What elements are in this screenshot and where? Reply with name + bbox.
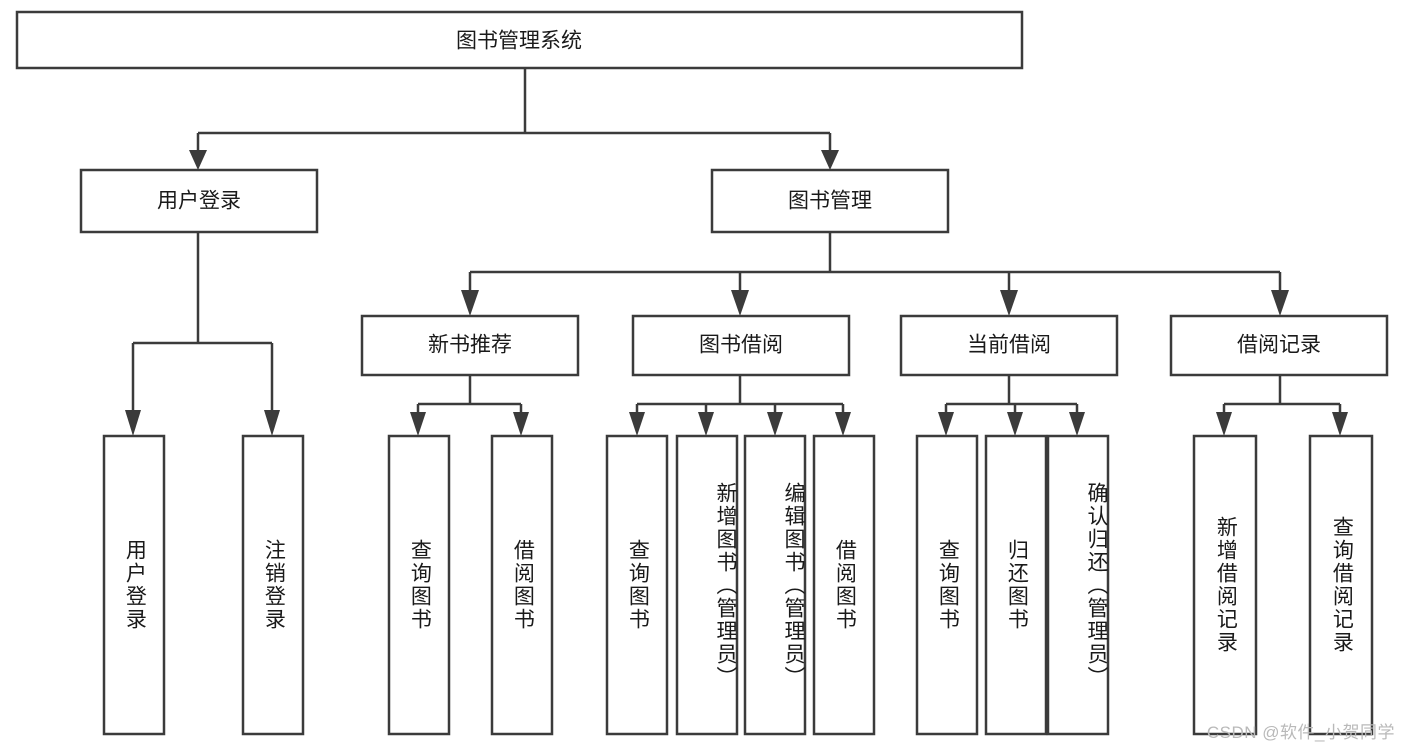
connectors-borrow-record-to-leaves [1216, 375, 1348, 436]
arrow-head-leaf-edit-book [767, 412, 783, 436]
arrow-head-leaf-query-record [1332, 412, 1348, 436]
node-user-login[interactable]: 用户登录 [79, 168, 319, 234]
node-new-book-rec-box[interactable] [360, 314, 580, 377]
node-new-book-rec-label: 新书推荐 [428, 334, 512, 357]
arrow-head-leaf-add-book [698, 412, 714, 436]
leaf-box-confirm-return[interactable] [1046, 434, 1110, 736]
leaf-box-query-record[interactable] [1308, 434, 1374, 736]
node-book-manage-label: 图书管理 [788, 190, 872, 213]
arrow-head-leaf-logout-login [264, 410, 280, 436]
arrow-head-leaf-return-book [1007, 412, 1023, 436]
leaf-box-add-record[interactable] [1192, 434, 1258, 736]
leaf-box-query-book-3[interactable] [915, 434, 979, 736]
arrow-head-current-borrow [1000, 290, 1018, 316]
node-current-borrow-box[interactable] [899, 314, 1119, 377]
leaf-box-borrow-book-2[interactable] [812, 434, 876, 736]
arrow-head-borrow-record [1271, 290, 1289, 316]
leaf-box-query-book-2[interactable] [605, 434, 669, 736]
connectors-root-to-level2 [189, 68, 839, 170]
node-root-label: 图书管理系统 [456, 30, 582, 53]
arrow-head-book-borrow [731, 290, 749, 316]
connectors-new-book-rec-to-leaves [410, 375, 529, 436]
connectors-book-manage-to-level3 [461, 232, 1289, 316]
node-root-box[interactable] [15, 10, 1024, 70]
leaf-box-query-book-1[interactable] [387, 434, 451, 736]
arrow-head-leaf-user-login [125, 410, 141, 436]
node-borrow-record[interactable]: 借阅记录 [1169, 314, 1389, 377]
arrow-head-user-login [189, 150, 207, 170]
node-borrow-record-box[interactable] [1169, 314, 1389, 377]
node-current-borrow-label: 当前借阅 [967, 334, 1051, 357]
node-new-book-rec[interactable]: 新书推荐 [360, 314, 580, 377]
leaf-box-return-book[interactable] [984, 434, 1048, 736]
connectors-user-login-to-leaves [125, 232, 280, 436]
arrow-head-leaf-query-book-3 [938, 412, 954, 436]
node-book-borrow-box[interactable] [631, 314, 851, 377]
node-book-manage[interactable]: 图书管理 [710, 168, 950, 234]
leaf-box-borrow-book-1[interactable] [490, 434, 554, 736]
connectors-book-borrow-to-leaves [629, 375, 851, 436]
node-borrow-record-label: 借阅记录 [1237, 334, 1321, 357]
arrow-head-leaf-query-book-1 [410, 412, 426, 436]
arrow-head-book-manage [821, 150, 839, 170]
arrow-head-new-book-rec [461, 290, 479, 316]
arrow-head-leaf-confirm-return [1069, 412, 1085, 436]
arrow-head-leaf-add-record [1216, 412, 1232, 436]
arrow-head-leaf-borrow-book-2 [835, 412, 851, 436]
leaf-box-add-book[interactable] [675, 434, 739, 736]
node-current-borrow[interactable]: 当前借阅 [899, 314, 1119, 377]
node-book-borrow[interactable]: 图书借阅 [631, 314, 851, 377]
leaf-box-edit-book[interactable] [743, 434, 807, 736]
node-root[interactable]: 图书管理系统 [15, 10, 1024, 70]
leaf-box-logout-login[interactable] [241, 434, 305, 736]
arrow-head-leaf-borrow-book-1 [513, 412, 529, 436]
node-book-borrow-label: 图书借阅 [699, 334, 783, 357]
leaf-box-user-login[interactable] [102, 434, 166, 736]
node-book-manage-box[interactable] [710, 168, 950, 234]
node-user-login-box[interactable] [79, 168, 319, 234]
connectors-current-borrow-to-leaves [938, 375, 1085, 436]
node-user-login-label: 用户登录 [157, 190, 241, 213]
csdn-watermark: CSDN @软件_小贺同学 [1206, 723, 1395, 742]
arrow-head-leaf-query-book-2 [629, 412, 645, 436]
